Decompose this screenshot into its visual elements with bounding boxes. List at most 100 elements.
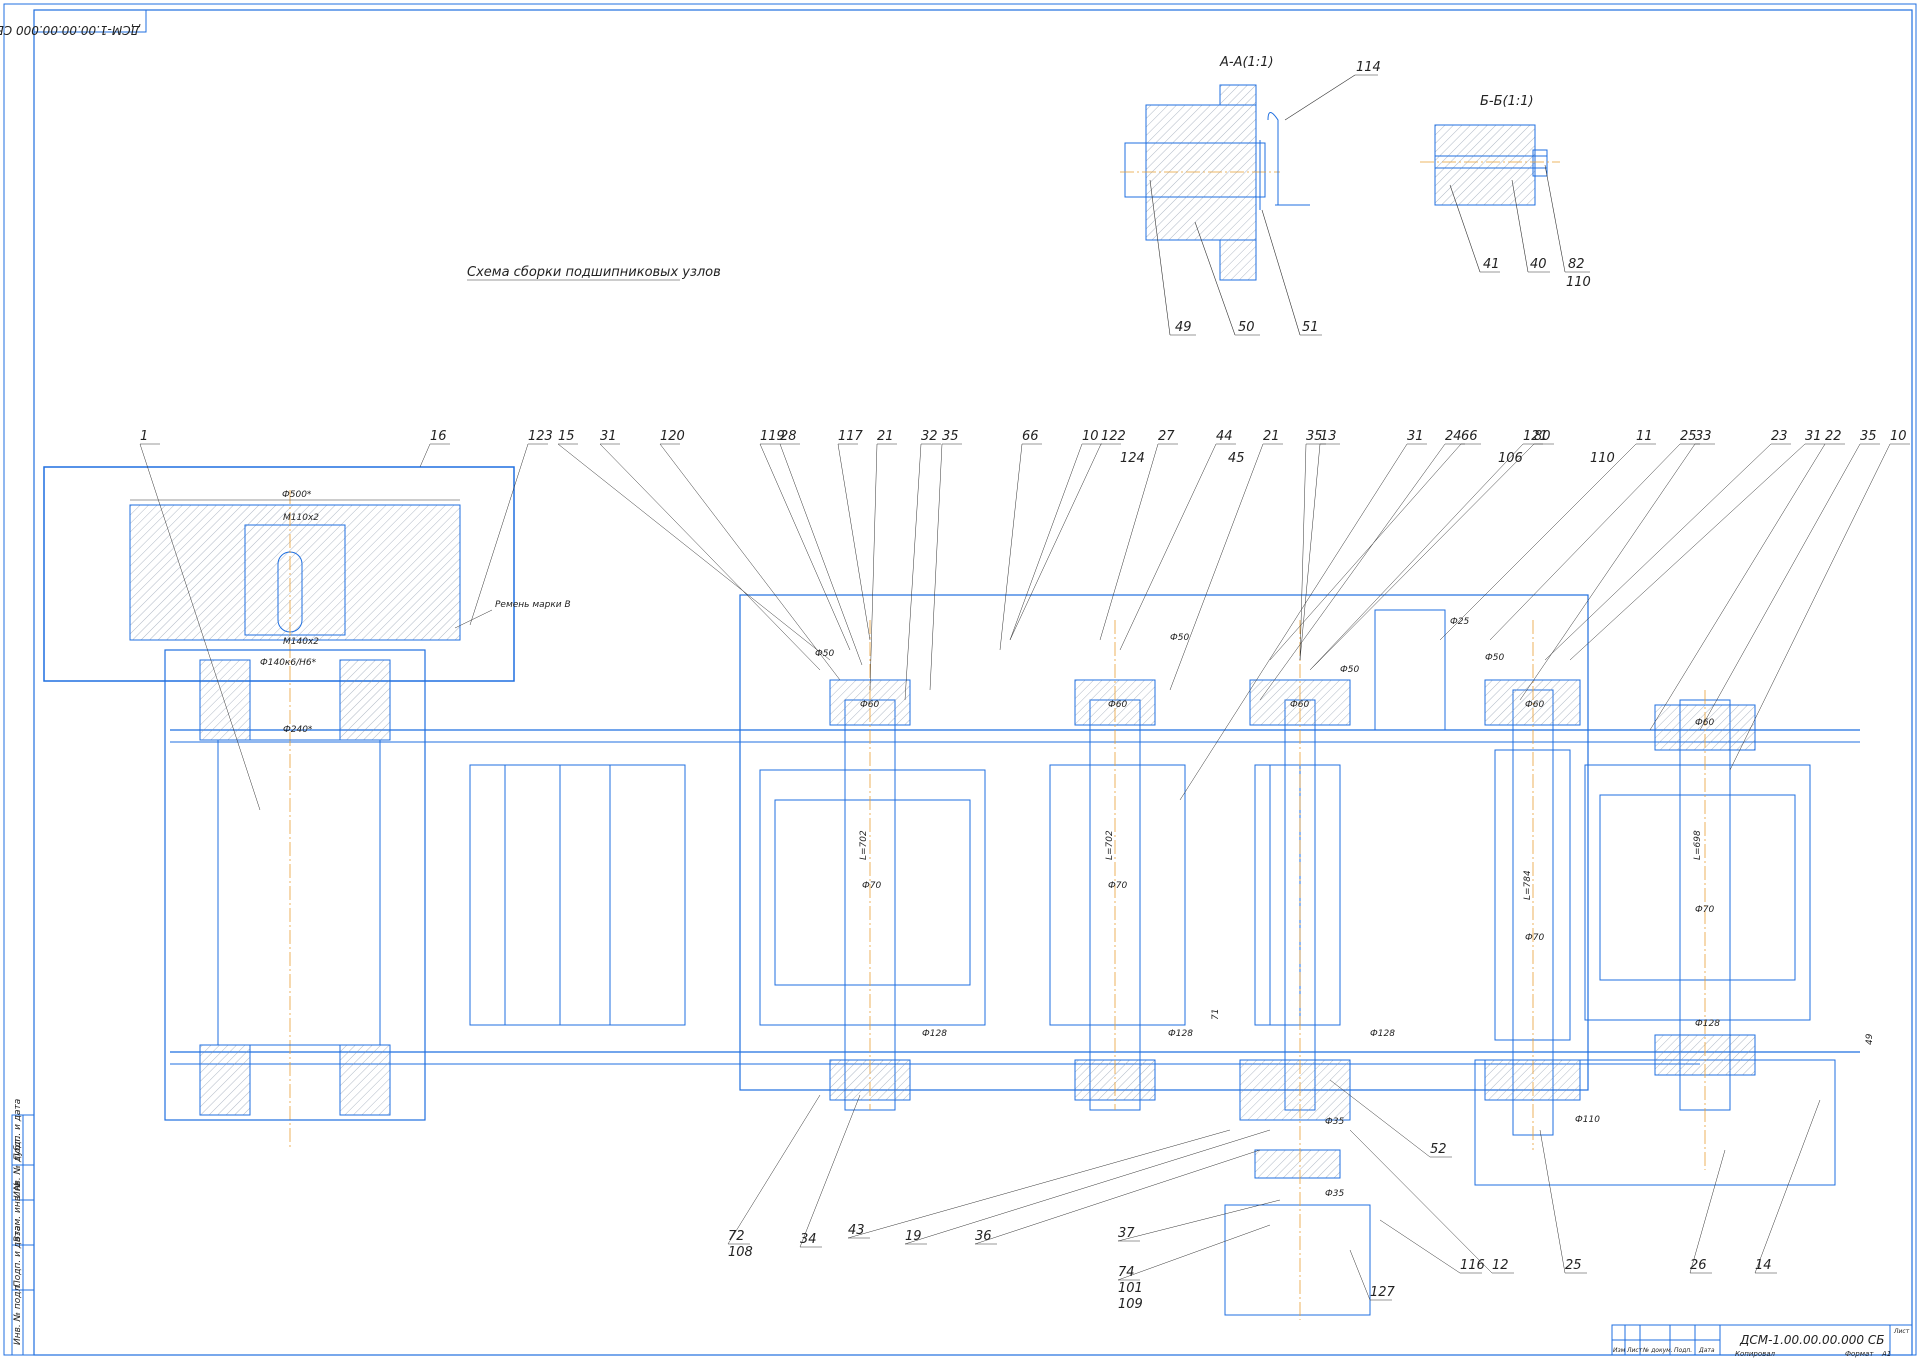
- callout-121: 121: [1523, 429, 1548, 444]
- callout-120: 120: [660, 429, 685, 444]
- svg-text:Изм: Изм: [1613, 1347, 1626, 1354]
- inner-frame: [33, 9, 1913, 1356]
- main-bearing-block: [164, 649, 686, 1121]
- callout-23: 23: [1771, 429, 1788, 444]
- rotated-code-box: ДСМ-1.00.00.00.000 СБ: [0, 9, 147, 37]
- callout-32: 32: [921, 429, 938, 444]
- svg-text:Ф70: Ф70: [1108, 881, 1127, 891]
- svg-text:L=702: L=702: [1105, 830, 1115, 860]
- svg-text:Лист: Лист: [1626, 1347, 1643, 1354]
- callout-19: 19: [905, 1229, 922, 1244]
- outer-frame: [3, 3, 1917, 1356]
- svg-text:Ф110: Ф110: [1575, 1115, 1600, 1125]
- callout-33: 33: [1695, 429, 1712, 444]
- svg-text:№ докум.: № докум.: [1642, 1347, 1673, 1354]
- svg-text:114: 114: [1356, 60, 1381, 75]
- callout-12: 12: [1492, 1258, 1509, 1273]
- callout-15: 15: [558, 429, 575, 444]
- svg-text:Ф128: Ф128: [922, 1029, 947, 1039]
- svg-text:40: 40: [1530, 257, 1547, 272]
- callout-66: 66: [1461, 429, 1478, 444]
- svg-text:Ф60: Ф60: [860, 700, 879, 710]
- svg-text:Инв. № подл.: Инв. № подл.: [13, 1283, 23, 1345]
- svg-text:41: 41: [1483, 257, 1500, 272]
- svg-text:Формат: Формат: [1845, 1350, 1874, 1358]
- svg-text:Лист: Лист: [1893, 1328, 1910, 1335]
- callout-119: 119: [760, 429, 785, 444]
- callout-74: 74: [1118, 1265, 1135, 1280]
- drum-5: Ф60 Ф70 Ф128 L=698 49: [1584, 690, 1875, 1170]
- svg-text:49: 49: [1175, 320, 1192, 335]
- svg-text:Ф70: Ф70: [1525, 933, 1544, 943]
- callout-16: 16: [430, 429, 447, 444]
- drum-3: Ф50 Ф60 Ф128 Ф35 Ф35 Ф25: [1224, 609, 1469, 1320]
- svg-text:Ф500*: Ф500*: [282, 490, 312, 500]
- section-aa: А-А(1:1) 114 49 50 51: [1120, 55, 1381, 336]
- callout-26: 26: [1690, 1258, 1707, 1273]
- callout-13: 13: [1320, 429, 1337, 444]
- svg-text:Ф70: Ф70: [862, 881, 881, 891]
- callout-1: 1: [140, 429, 148, 444]
- callout-109: 109: [1118, 1297, 1143, 1312]
- svg-text:Ф70: Ф70: [1695, 905, 1714, 915]
- svg-text:Ф128: Ф128: [1370, 1029, 1395, 1039]
- callout-52: 52: [1430, 1142, 1447, 1157]
- callout-122: 122: [1101, 429, 1126, 444]
- drawing-designation: ДСМ-1.00.00.00.000 СБ: [1739, 1333, 1884, 1347]
- svg-text:71: 71: [1211, 1009, 1221, 1020]
- svg-text:А1: А1: [1881, 1350, 1891, 1358]
- svg-text:ДСМ-1.00.00.00.000 СБ: ДСМ-1.00.00.00.000 СБ: [0, 23, 141, 37]
- callout-37: 37: [1118, 1226, 1135, 1241]
- side-stamp: Подп. и дата Инв. № дубл. Взам. инв. № П…: [11, 1099, 35, 1356]
- callout-124: 124: [1120, 451, 1145, 466]
- svg-text:L=784: L=784: [1523, 870, 1533, 900]
- callout-127: 127: [1370, 1285, 1396, 1300]
- callout-31: 31: [600, 429, 617, 444]
- callout-24: 24: [1445, 429, 1462, 444]
- svg-text:Ф128: Ф128: [1168, 1029, 1193, 1039]
- callout-45: 45: [1228, 451, 1245, 466]
- callout-123: 123: [528, 429, 553, 444]
- callout-66: 66: [1022, 429, 1039, 444]
- callout-80: 80: [1534, 429, 1551, 444]
- callout-36: 36: [975, 1229, 992, 1244]
- callout-44: 44: [1216, 429, 1233, 444]
- svg-text:49: 49: [1865, 1033, 1875, 1045]
- svg-text:Взам. инв. №: Взам. инв. №: [13, 1181, 23, 1242]
- svg-text:Ф25: Ф25: [1450, 617, 1469, 627]
- svg-text:Ф50: Ф50: [815, 649, 834, 659]
- svg-text:Ф35: Ф35: [1325, 1189, 1344, 1199]
- svg-text:Ф50: Ф50: [1340, 665, 1359, 675]
- svg-text:А-А(1:1): А-А(1:1): [1219, 55, 1274, 70]
- main-housing: [739, 594, 1589, 1091]
- svg-text:50: 50: [1238, 320, 1255, 335]
- svg-text:M110x2: M110x2: [283, 513, 319, 523]
- svg-text:Ф240*: Ф240*: [283, 725, 313, 735]
- svg-text:Ф140к6/Н6*: Ф140к6/Н6*: [260, 658, 317, 668]
- svg-text:Дата: Дата: [1698, 1347, 1715, 1354]
- callout-116: 116: [1460, 1258, 1485, 1273]
- svg-text:Ф60: Ф60: [1525, 700, 1544, 710]
- callout-28: 28: [780, 429, 797, 444]
- callout-25: 25: [1565, 1258, 1582, 1273]
- callout-101: 101: [1118, 1281, 1143, 1296]
- callout-108: 108: [728, 1245, 753, 1260]
- callout-31: 31: [1805, 429, 1822, 444]
- callout-22: 22: [1825, 429, 1842, 444]
- callout-31: 31: [1407, 429, 1424, 444]
- callout-14: 14: [1755, 1258, 1772, 1273]
- callout-106: 106: [1498, 451, 1523, 466]
- callout-10: 10: [1890, 429, 1907, 444]
- callout-35: 35: [1306, 429, 1323, 444]
- callout-72: 72: [728, 1229, 745, 1244]
- callout-110: 110: [1590, 451, 1615, 466]
- callout-11: 11: [1636, 429, 1653, 444]
- svg-text:L=702: L=702: [859, 830, 869, 860]
- svg-text:Копировал: Копировал: [1735, 1350, 1776, 1358]
- title-block: Изм Лист № докум. Подп. Дата ДСМ-1.00.00…: [1611, 1324, 1913, 1358]
- callout-35: 35: [1860, 429, 1877, 444]
- svg-text:Ф128: Ф128: [1695, 1019, 1720, 1029]
- svg-text:51: 51: [1302, 320, 1319, 335]
